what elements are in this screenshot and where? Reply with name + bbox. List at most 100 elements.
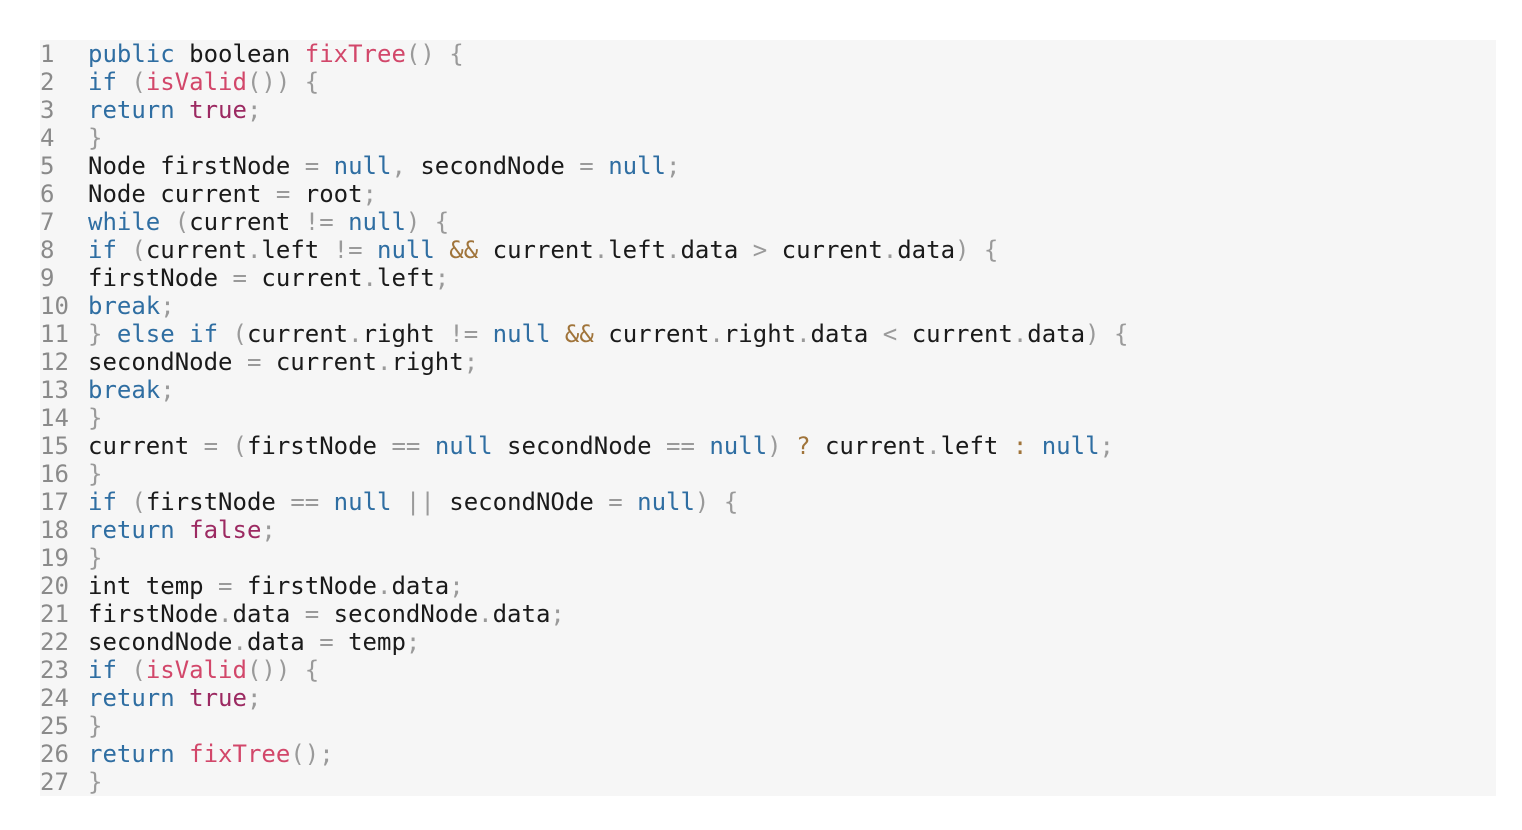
code-token [117,236,131,264]
line-number: 25 [40,712,69,740]
code-token [117,488,131,516]
code-text: if (current.left != null && current.left… [88,236,998,264]
code-token: == [391,432,421,460]
code-token: . [796,320,811,348]
code-token: current [88,432,204,460]
line-number: 8 [40,236,55,264]
code-token: = [203,432,219,460]
code-token [160,208,174,236]
code-text: } [88,544,102,572]
line-number: 22 [40,628,69,656]
line-number: 13 [40,376,69,404]
code-token: } [88,712,103,740]
code-token: . [593,236,609,264]
code-token [391,488,405,516]
code-token: Node current [88,180,276,208]
line-number: 26 [40,740,69,768]
code-token: ) { [955,236,999,264]
code-token: current [897,320,1013,348]
code-token: firstNode [145,488,291,516]
code-text: } [88,404,102,432]
code-token: == [666,432,695,460]
code-token: && [564,320,594,348]
code-token: current [145,236,247,264]
code-token: current [246,264,363,292]
code-token: null [333,488,392,516]
code-token [478,320,492,348]
code-token: ; [1099,432,1114,460]
line-number: 5 [40,152,55,180]
code-token: isValid [145,68,247,96]
code-token [175,740,189,768]
code-token: left [377,264,435,292]
code-text: secondNode.data = temp; [88,628,420,656]
line-number: 16 [40,460,69,488]
line-number: 10 [40,292,69,320]
code-token: break [88,292,161,320]
code-token [420,432,434,460]
code-token: = [319,628,334,656]
code-token: = [218,572,233,600]
code-line: 11} else if (current.right != null && cu… [40,320,1496,348]
code-token: firstNode [232,572,377,600]
code-token [695,432,709,460]
code-token: . [709,320,724,348]
code-token: current [189,208,305,236]
code-token [175,96,189,124]
line-number: 27 [40,768,69,796]
code-token: return [88,740,175,768]
code-token: isValid [145,656,247,684]
code-token: , [391,152,406,180]
code-token: . [377,572,392,600]
code-token: ; [449,572,464,600]
code-line: 25} [40,712,1496,740]
code-token: ( [174,208,190,236]
code-token: break [88,376,161,404]
code-token [594,152,608,180]
code-token: public [88,40,175,68]
code-token: return [88,516,175,544]
code-token: secondNode [319,600,479,628]
code-token: Node firstNode [88,152,305,180]
code-token: left [608,236,667,264]
code-line: 22 secondNode.data = temp; [40,628,1496,656]
code-token: ? [796,432,811,460]
code-token: ; [362,180,377,208]
code-text: if (firstNode == null || secondNOde = nu… [88,488,738,516]
code-token: current [478,236,594,264]
code-token: null [637,488,695,516]
code-token [1027,432,1041,460]
code-token: null [348,208,406,236]
code-token: current [767,236,883,264]
code-token [435,236,449,264]
code-token [102,320,116,348]
code-token: . [348,320,363,348]
code-token [363,236,377,264]
line-number: 6 [40,180,55,208]
code-token: ; [550,600,565,628]
code-token: null [709,432,768,460]
code-token: firstNode [88,264,233,292]
code-token: . [1012,320,1028,348]
code-token: ( [232,320,247,348]
line-number: 23 [40,656,69,684]
code-token: right [362,320,450,348]
code-token: data [810,320,883,348]
code-token: && [449,236,479,264]
code-text: } else if (current.right != null && curr… [88,320,1128,348]
code-token: if [88,68,117,96]
code-token: root [290,180,363,208]
code-token [319,488,333,516]
code-token: ; [246,684,262,712]
code-token [550,320,564,348]
